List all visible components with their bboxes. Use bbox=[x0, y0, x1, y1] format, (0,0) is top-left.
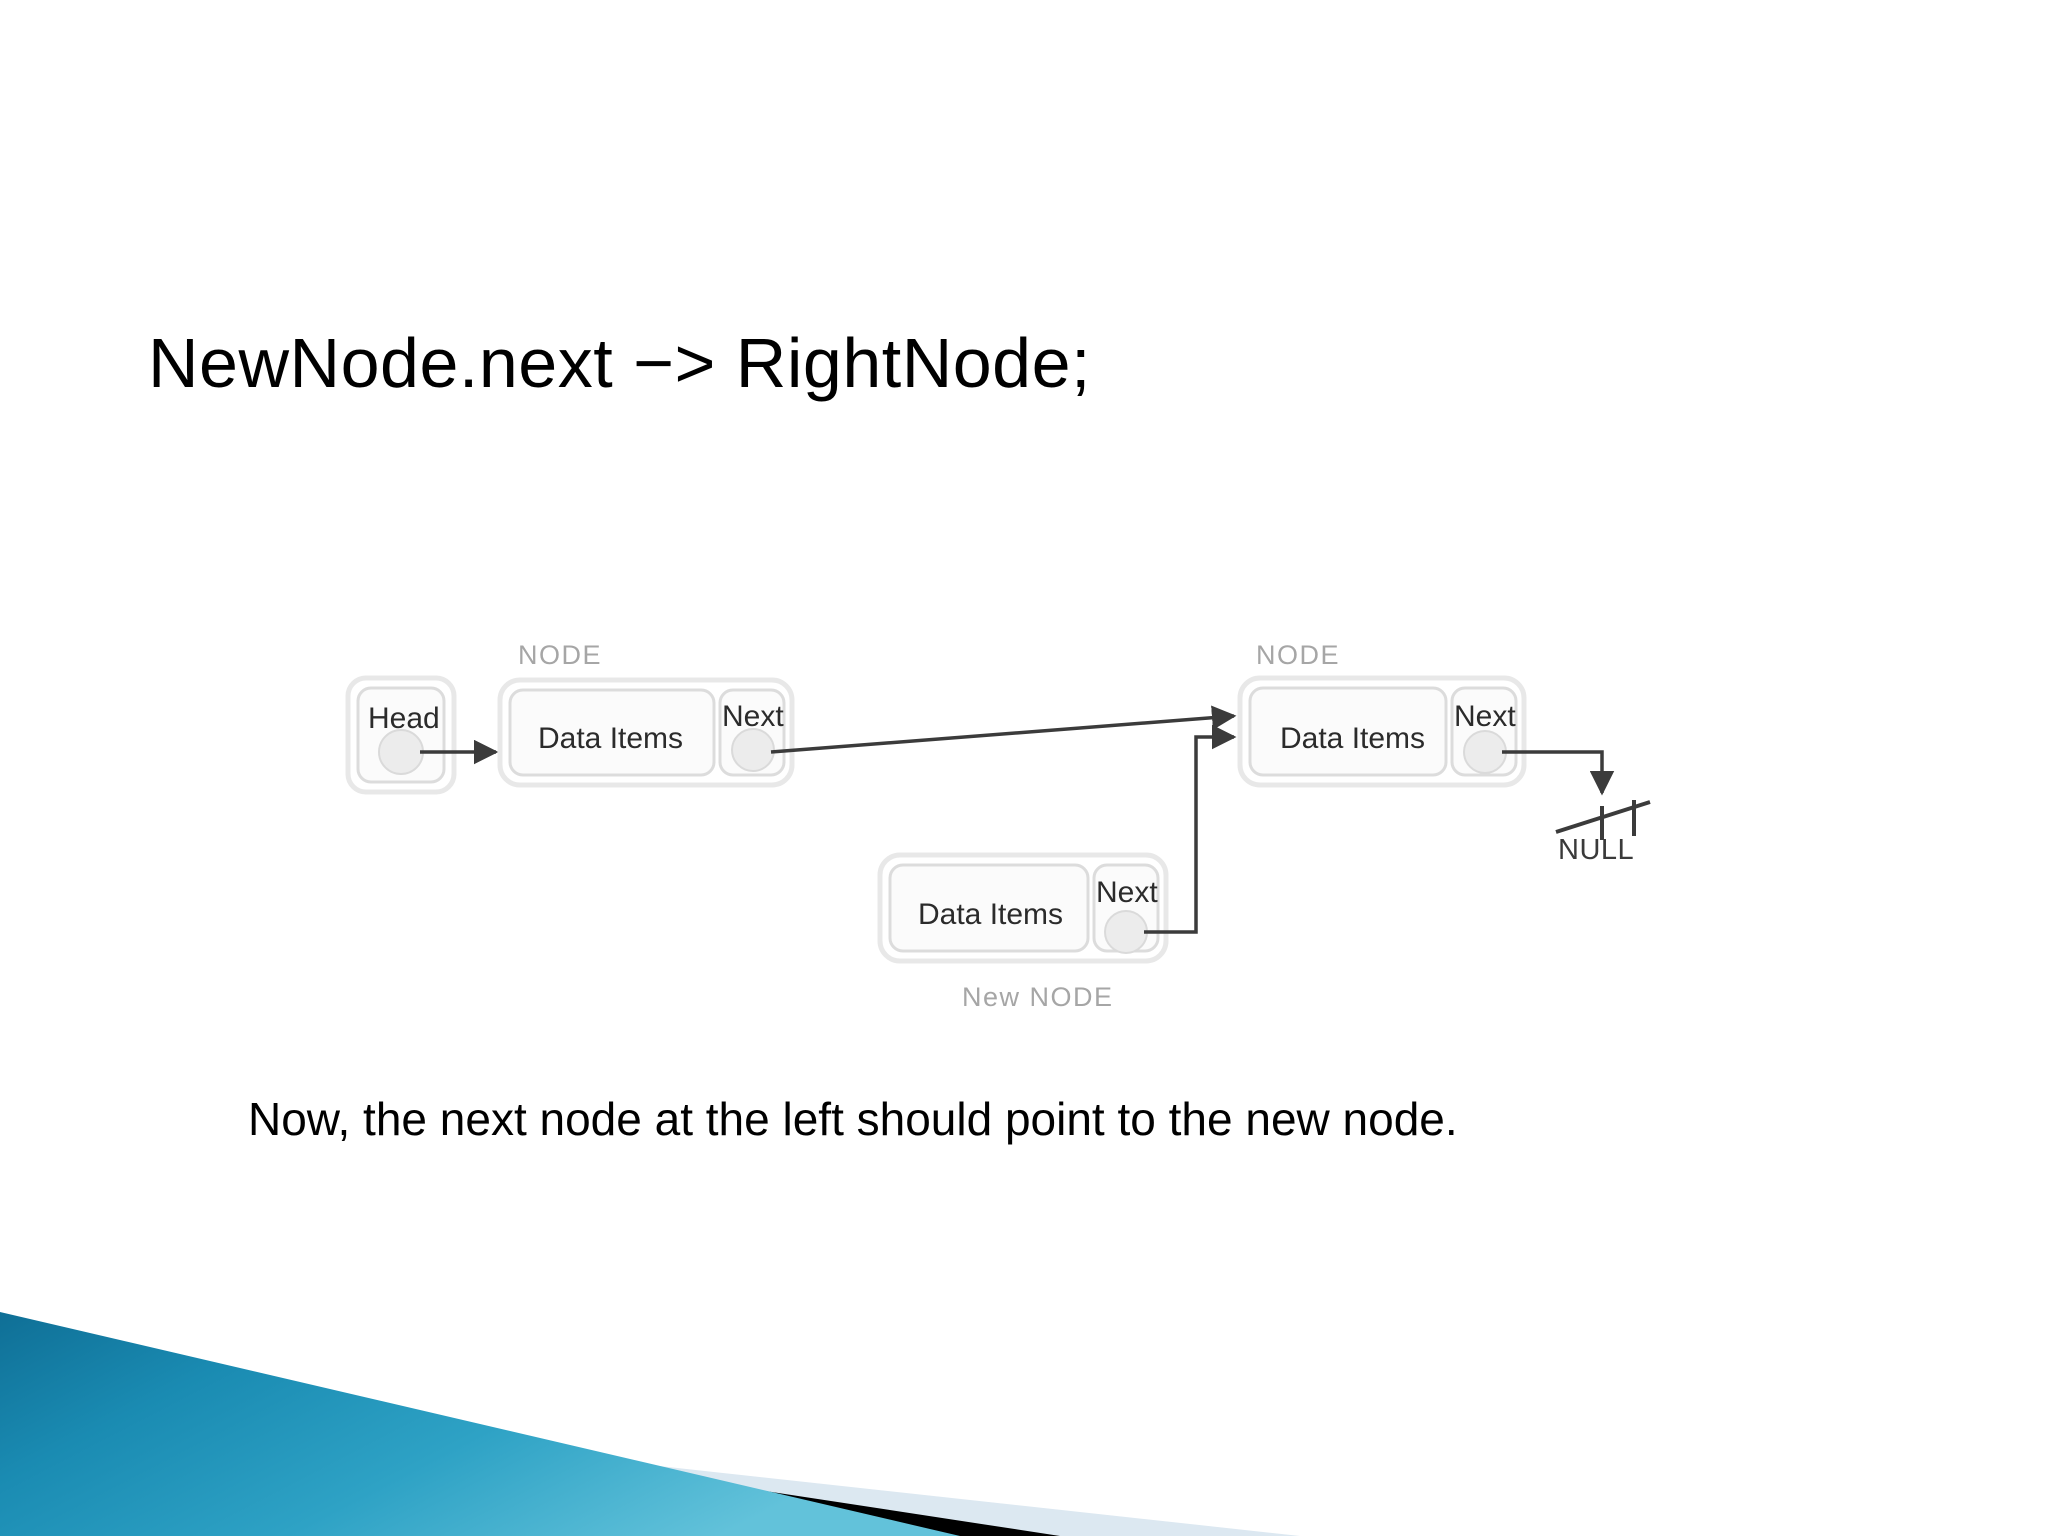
null-label: NULL bbox=[1558, 834, 1635, 866]
new-node-box bbox=[877, 852, 1169, 964]
null-ground-icon bbox=[1555, 800, 1651, 840]
arrow-right-next-to-null bbox=[1502, 750, 1615, 796]
right-node-caption: NODE bbox=[1256, 640, 1341, 670]
right-node-data-label: Data Items bbox=[1280, 722, 1426, 755]
left-node-caption: NODE bbox=[518, 640, 603, 670]
right-node-next-circle bbox=[1463, 730, 1507, 774]
new-node-next-circle bbox=[1104, 910, 1148, 954]
new-node-next-label: Next bbox=[1096, 876, 1158, 909]
new-node-data-label: Data Items bbox=[918, 898, 1064, 931]
arrow-left-next-to-right-node bbox=[770, 705, 1237, 754]
left-node-next-circle bbox=[731, 728, 775, 772]
head-pointer-circle bbox=[378, 729, 424, 775]
right-node-next-label: Next bbox=[1454, 700, 1516, 733]
right-node-box bbox=[1237, 675, 1527, 788]
left-node-data-label: Data Items bbox=[538, 722, 684, 755]
new-node-caption: New NODE bbox=[962, 982, 1114, 1012]
slide-caption: Now, the next node at the left should po… bbox=[248, 1093, 1458, 1145]
head-label: Head bbox=[368, 702, 440, 735]
left-node-box bbox=[497, 677, 795, 788]
arrow-new-node-to-right-node bbox=[1144, 724, 1237, 934]
left-node-next-label: Next bbox=[722, 700, 784, 733]
page-title: NewNode.next −> RightNode; bbox=[148, 324, 1091, 402]
